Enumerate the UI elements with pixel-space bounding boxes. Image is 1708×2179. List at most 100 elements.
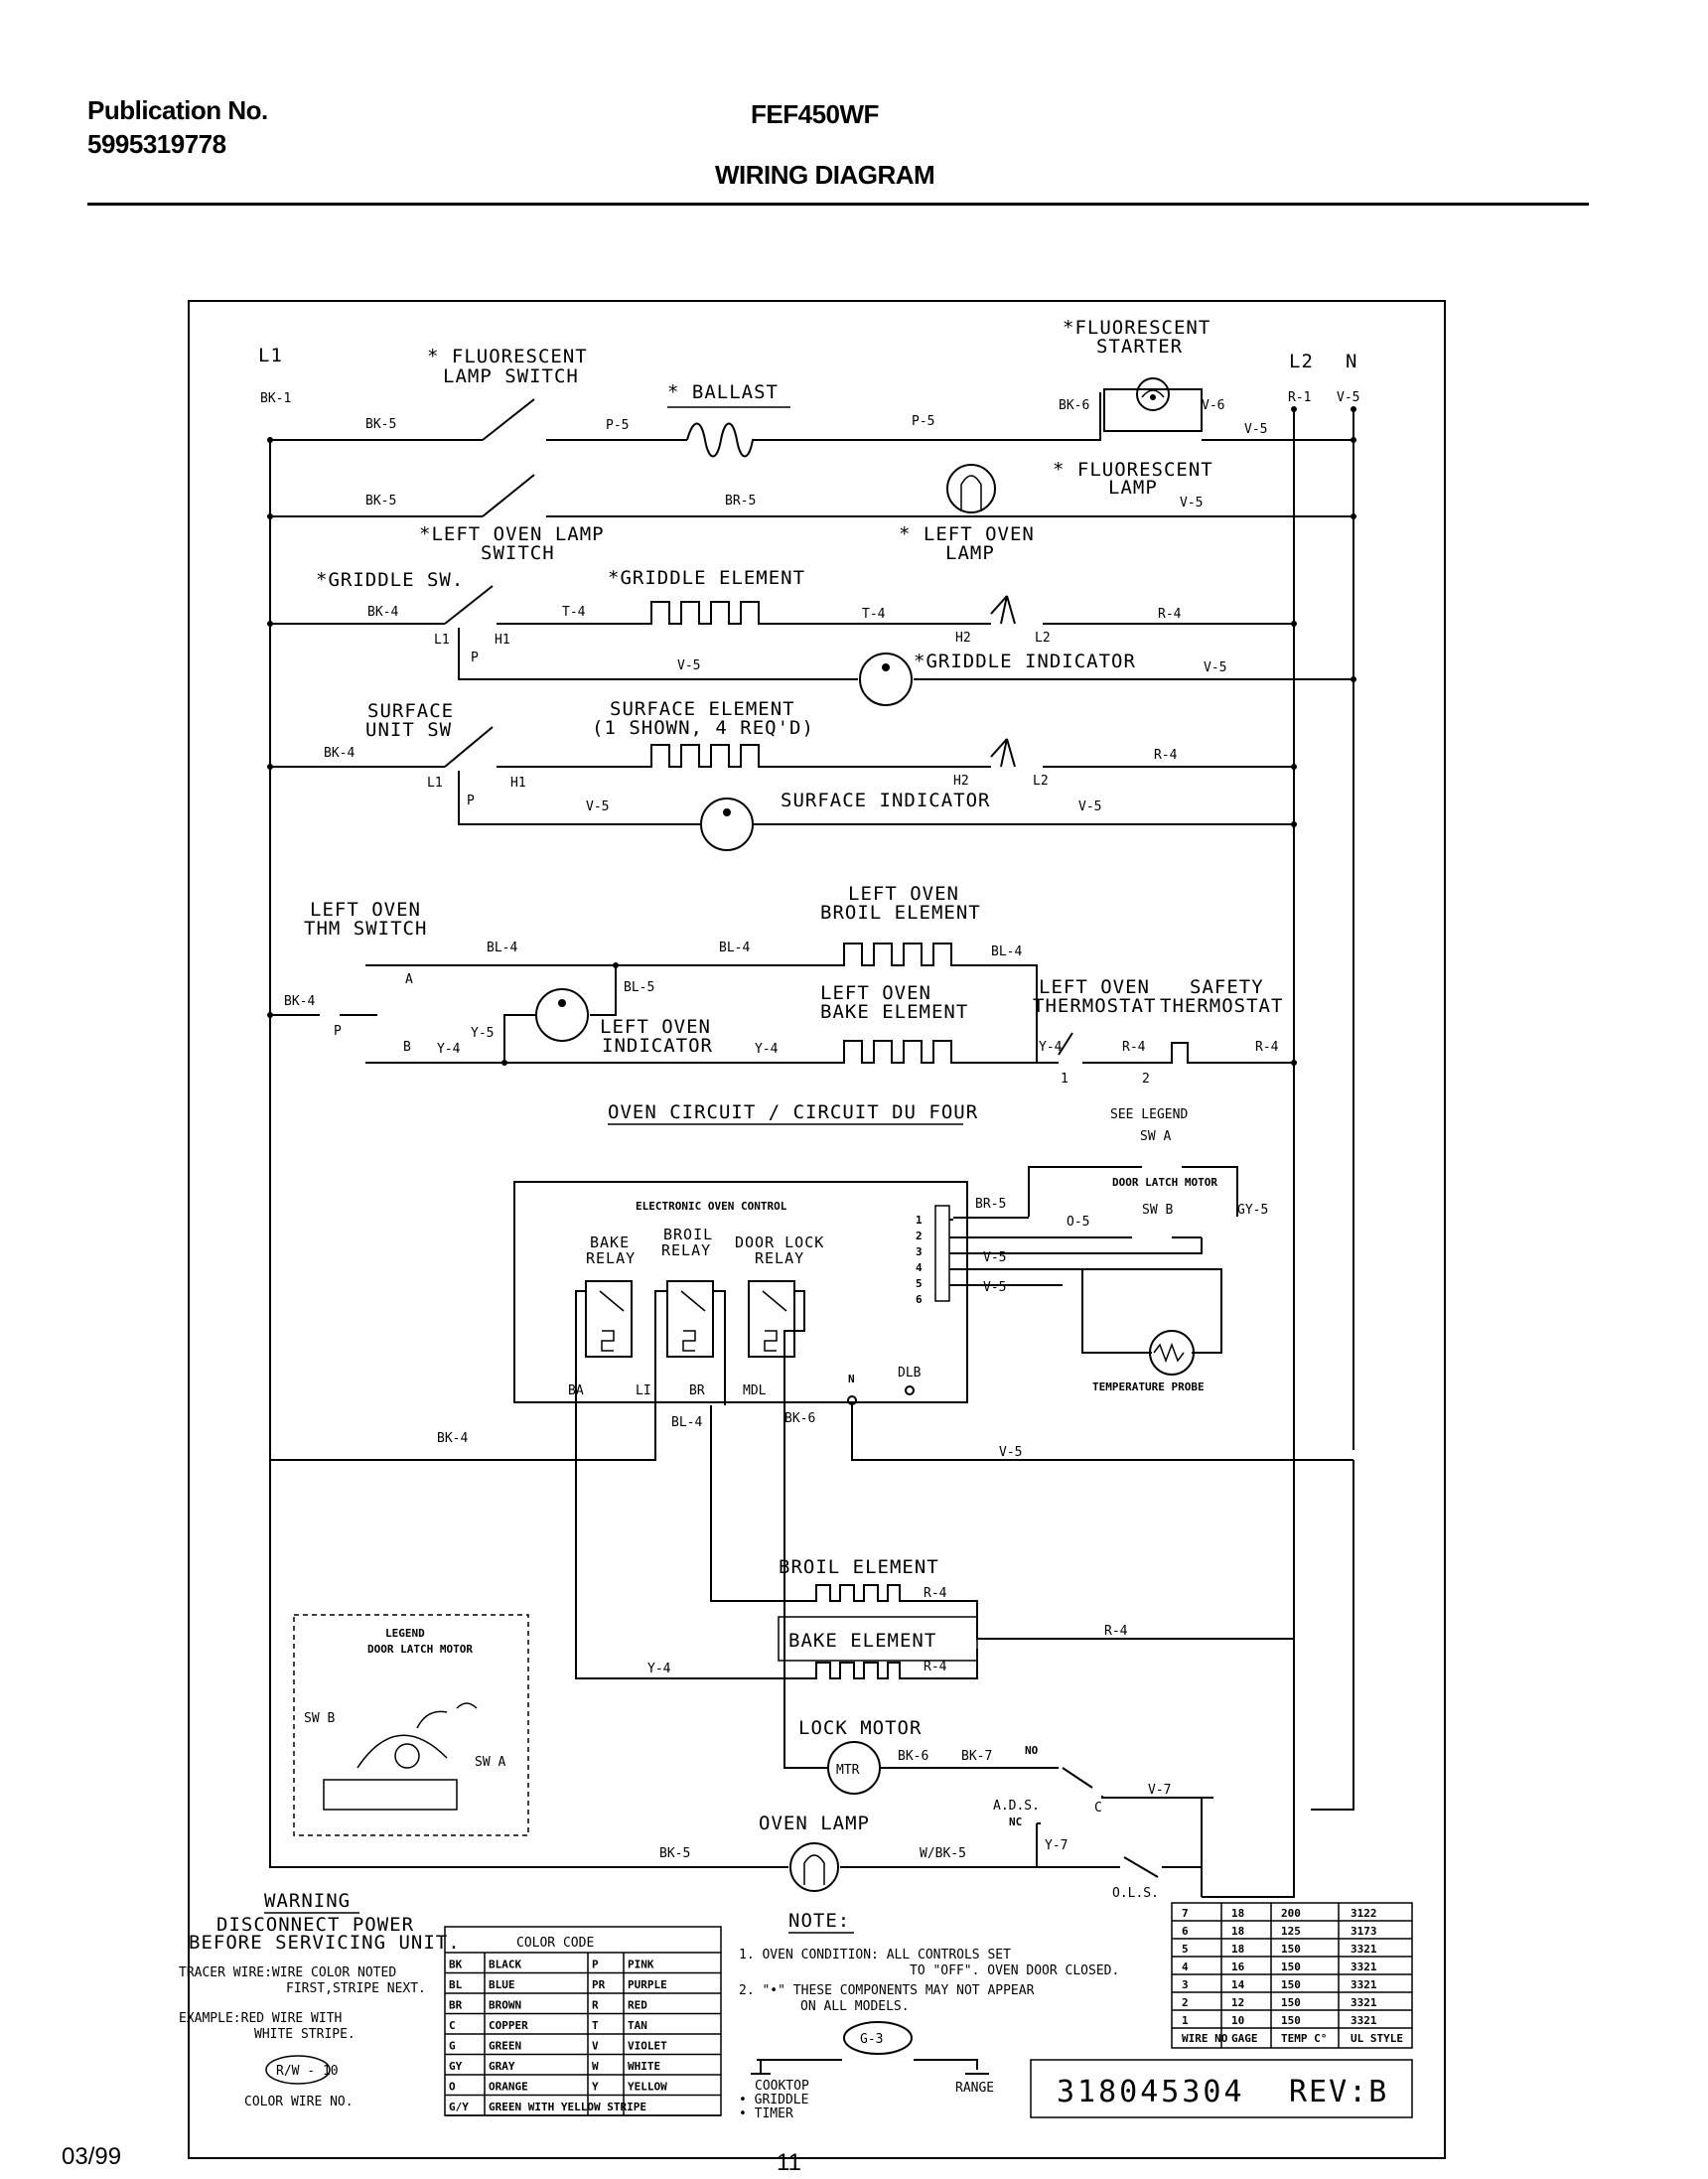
- svg-text:RELAY: RELAY: [755, 1249, 804, 1267]
- svg-text:2: 2: [916, 1230, 923, 1242]
- color-code-cell: O: [449, 2081, 456, 2094]
- svg-text:BK-4: BK-4: [437, 1431, 468, 1446]
- svg-text:Y-4: Y-4: [755, 1042, 779, 1057]
- svg-text:R-4: R-4: [1104, 1624, 1128, 1639]
- oven-lamp: [789, 1842, 839, 1892]
- document-title: WIRING DIAGRAM: [715, 160, 935, 190]
- svg-text:LI: LI: [636, 1383, 651, 1398]
- bake-relay-label: BAKE: [590, 1234, 630, 1251]
- svg-text:BK-4: BK-4: [367, 605, 398, 620]
- left-oven-indicator: [535, 988, 589, 1042]
- wire-table-cell: 200: [1281, 1907, 1301, 1920]
- ads-switch: [880, 1767, 1213, 1897]
- surface-indicator: [700, 798, 754, 851]
- svg-text:BL-4: BL-4: [487, 941, 517, 955]
- left-oven-thermostat-label: LEFT OVEN: [1039, 976, 1150, 998]
- svg-text:4: 4: [916, 1261, 923, 1274]
- svg-text:R-4: R-4: [1122, 1040, 1146, 1055]
- surface-element: [270, 726, 975, 768]
- lock-motor-label: LOCK MOTOR: [798, 1717, 922, 1739]
- left-oven-thm-switch-label: LEFT OVEN: [310, 899, 421, 921]
- svg-text:MDL: MDL: [743, 1383, 767, 1398]
- wire-table-header: UL STYLE: [1351, 2032, 1403, 2045]
- left-oven-indicator-label: LEFT OVEN: [600, 1016, 711, 1038]
- wire-table-cell: 5: [1182, 1943, 1189, 1956]
- griddle-infinite-switch: [975, 595, 1294, 625]
- color-code-cell: VIOLET: [628, 2040, 667, 2053]
- door-latch-sw-a: [1028, 1166, 1238, 1217]
- color-code-cell: GRAY: [489, 2060, 515, 2073]
- color-code-cell: G/Y: [449, 2101, 469, 2113]
- bake-relay: [585, 1280, 633, 1358]
- svg-text:COLOR WIRE NO.: COLOR WIRE NO.: [244, 2095, 354, 2109]
- svg-text:O-5: O-5: [1067, 1215, 1089, 1230]
- fluorescent-lamp-label: * FLUORESCENT: [1053, 459, 1213, 481]
- svg-text:STARTER: STARTER: [1096, 336, 1183, 358]
- svg-text:LAMP SWITCH: LAMP SWITCH: [443, 365, 579, 387]
- see-legend-label: SEE LEGEND: [1110, 1107, 1188, 1122]
- wire-table-cell: 125: [1281, 1925, 1301, 1938]
- color-code-cell: BK: [449, 1959, 463, 1971]
- wire-table-cell: 3: [1182, 1978, 1189, 1991]
- svg-text:BK-7: BK-7: [961, 1749, 992, 1764]
- svg-text:Y-4: Y-4: [647, 1662, 671, 1676]
- color-code-cell: PINK: [628, 1959, 654, 1971]
- svg-text:R-4: R-4: [924, 1660, 947, 1674]
- model-number: FEF450WF: [751, 99, 879, 129]
- svg-text:SW A: SW A: [475, 1755, 505, 1770]
- svg-text:P-5: P-5: [606, 418, 629, 433]
- ads-label: A.D.S.: [993, 1799, 1040, 1814]
- broil-relay-label: BROIL: [663, 1226, 713, 1243]
- svg-text:Y-7: Y-7: [1045, 1838, 1068, 1853]
- wire-table-cell: 150: [1281, 1943, 1301, 1956]
- color-code-cell: Y: [592, 2081, 599, 2094]
- svg-text:• TIMER: • TIMER: [739, 2106, 793, 2121]
- svg-text:BK-5: BK-5: [365, 494, 396, 508]
- svg-text:DOOR LATCH MOTOR: DOOR LATCH MOTOR: [367, 1643, 473, 1656]
- svg-text:INDICATOR: INDICATOR: [602, 1035, 713, 1057]
- wire-table-cell: 7: [1182, 1907, 1189, 1920]
- svg-text:6: 6: [916, 1293, 923, 1306]
- griddle-indicator: [859, 653, 913, 706]
- wire-table-cell: 6: [1182, 1925, 1189, 1938]
- color-code-cell: COPPER: [489, 2019, 528, 2032]
- color-code-cell: PR: [592, 1978, 606, 1991]
- door-latch-motor-illustration: [323, 1702, 478, 1811]
- svg-text:P: P: [467, 794, 475, 808]
- svg-text:T-4: T-4: [862, 607, 886, 622]
- svg-text:V-5: V-5: [1180, 496, 1203, 510]
- wire-table-cell: 3122: [1351, 1907, 1377, 1920]
- color-code-cell: RED: [628, 1999, 647, 2012]
- part-number-box: [1030, 2059, 1413, 2118]
- svg-text:DOOR LATCH MOTOR: DOOR LATCH MOTOR: [1112, 1176, 1217, 1189]
- svg-text:TRACER WIRE:WIRE COLOR NOTED: TRACER WIRE:WIRE COLOR NOTED: [179, 1965, 396, 1980]
- left-oven-lamp-switch-label: *LEFT OVEN LAMP: [419, 523, 605, 545]
- color-code-cell: G: [449, 2040, 456, 2053]
- griddle-element-label: *GRIDDLE ELEMENT: [608, 567, 805, 589]
- svg-text:V-5: V-5: [1244, 422, 1267, 437]
- svg-text:BK-5: BK-5: [659, 1846, 690, 1861]
- door-latch-sw-b: [953, 1217, 1202, 1238]
- door-lock-relay-label: DOOR LOCK: [735, 1234, 824, 1251]
- color-code-cell: TAN: [628, 2019, 647, 2032]
- surface-unit-switch-label: SURFACE: [367, 700, 454, 722]
- svg-text:BL-4: BL-4: [719, 941, 750, 955]
- left-oven-lamp-label: * LEFT OVEN: [899, 523, 1035, 545]
- color-code-cell: W: [592, 2060, 599, 2073]
- svg-text:THERMOSTAT: THERMOSTAT: [1033, 995, 1156, 1017]
- ols-label: O.L.S.: [1112, 1886, 1159, 1901]
- griddle-switch-label: *GRIDDLE SW.: [316, 569, 464, 591]
- n-label: N: [1346, 351, 1357, 372]
- svg-text:BR: BR: [689, 1383, 705, 1398]
- color-code-cell: GREEN WITH YELLOW STRIPE: [489, 2101, 646, 2113]
- svg-text:5: 5: [916, 1277, 923, 1290]
- oven-lamp-circuit: [269, 1460, 1202, 1878]
- svg-text:V-5: V-5: [1204, 660, 1226, 675]
- svg-text:BROIL ELEMENT: BROIL ELEMENT: [820, 902, 981, 924]
- wire-table-cell: 1: [1182, 2014, 1189, 2027]
- svg-text:R-4: R-4: [1255, 1040, 1279, 1055]
- wire-table-cell: 10: [1231, 2014, 1244, 2027]
- color-code-cell: WHITE: [628, 2060, 660, 2073]
- wire-table-cell: 3321: [1351, 1961, 1377, 1973]
- bake-element: [576, 1649, 978, 1679]
